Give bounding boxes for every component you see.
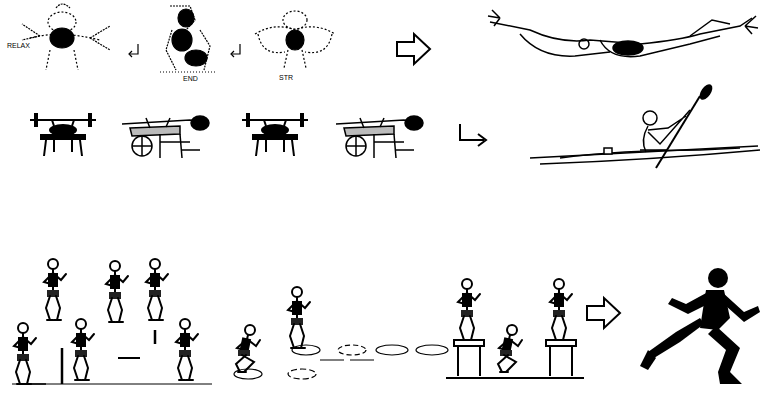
figure-label: END xyxy=(182,75,199,82)
figure-label: STR xyxy=(278,74,294,81)
figure-label: RELAX xyxy=(6,42,31,49)
